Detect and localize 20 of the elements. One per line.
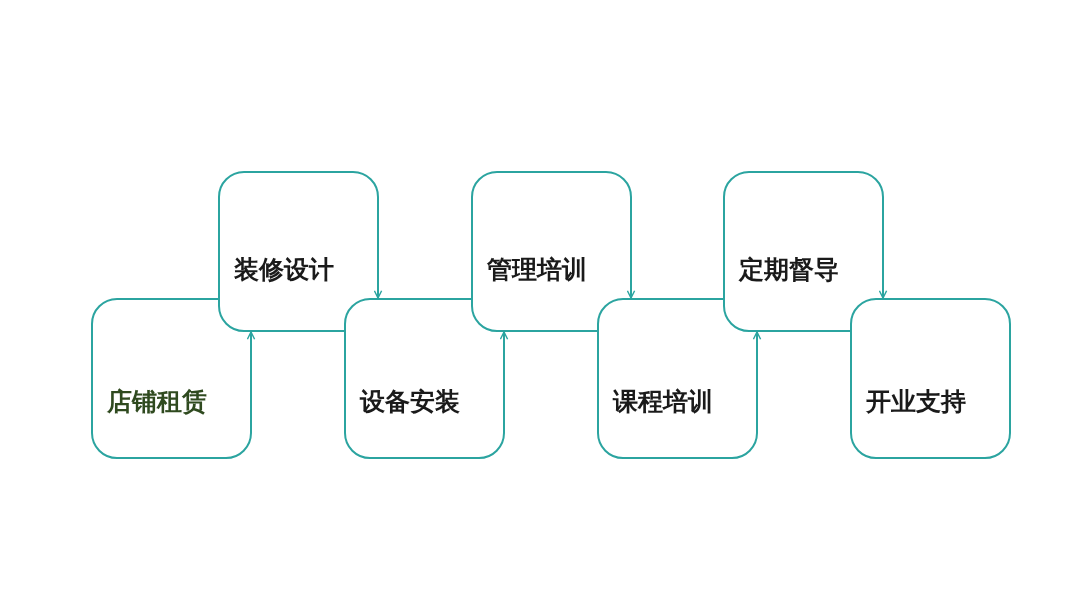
- arrow: [373, 196, 383, 299]
- arrow: [246, 331, 256, 434]
- step-label: 开业支持: [866, 387, 966, 417]
- step-box: [597, 298, 758, 459]
- arrow: [878, 196, 888, 299]
- step-box: [723, 171, 884, 332]
- arrow: [499, 331, 509, 434]
- step-label: 店铺租赁: [107, 387, 207, 417]
- arrow: [626, 196, 636, 299]
- step-label: 课程培训: [613, 387, 713, 417]
- arrow: [752, 331, 762, 434]
- step-box: [218, 171, 379, 332]
- step-label: 管理培训: [487, 255, 587, 285]
- step-box: [91, 298, 252, 459]
- step-box: [471, 171, 632, 332]
- step-box: [344, 298, 505, 459]
- step-label: 装修设计: [234, 255, 334, 285]
- step-label: 定期督导: [739, 255, 839, 285]
- step-box: [850, 298, 1011, 459]
- step-label: 设备安装: [360, 387, 460, 417]
